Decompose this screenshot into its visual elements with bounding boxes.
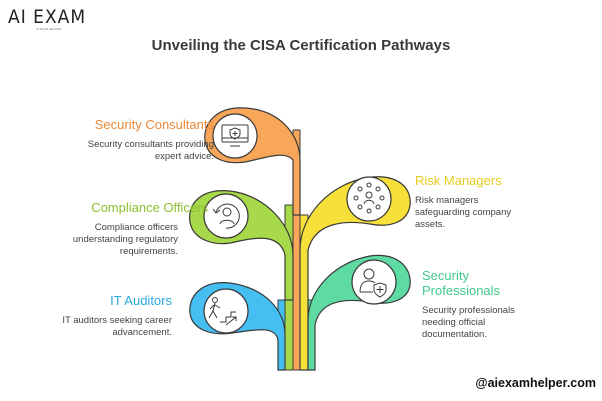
label-risk-managers: Risk Managers [415, 173, 502, 188]
desc-security-consultants: Security consultants providing expert ad… [87, 139, 214, 162]
desc-security-professionals: Security professionals needing official … [422, 305, 515, 340]
label-security-consultants: Security Consultants [94, 117, 214, 132]
person-stairs-icon [208, 297, 237, 326]
user-shield-icon [359, 268, 387, 298]
leaf-security-consultants [204, 107, 301, 216]
page-title: Unveiling the CISA Certification Pathway… [151, 37, 451, 54]
leaf-compliance-officers [188, 190, 294, 301]
label-compliance-officers: Compliance Officers [91, 200, 208, 215]
footer-handle: @aiexamhelper.com [475, 376, 596, 390]
desc-risk-managers: Risk managers safeguarding company asset… [415, 195, 512, 230]
leaf-it-auditors [189, 282, 286, 371]
desc-it-auditors: IT auditors seeking career advancement. [62, 315, 172, 338]
brand-tagline: AI EXAM HELPER [36, 27, 62, 31]
user-refresh-icon [212, 203, 240, 229]
label-security-professionals: Security Professionals [422, 268, 501, 298]
monitor-shield-icon [221, 124, 249, 147]
desc-compliance-officers: Compliance officers understanding regula… [72, 222, 178, 257]
label-it-auditors: IT Auditors [110, 293, 172, 308]
user-network-icon [353, 182, 385, 214]
leaf-risk-managers [299, 176, 411, 371]
leaf-security-professionals [307, 254, 411, 371]
brand-logo: AI EXAM [8, 6, 87, 28]
